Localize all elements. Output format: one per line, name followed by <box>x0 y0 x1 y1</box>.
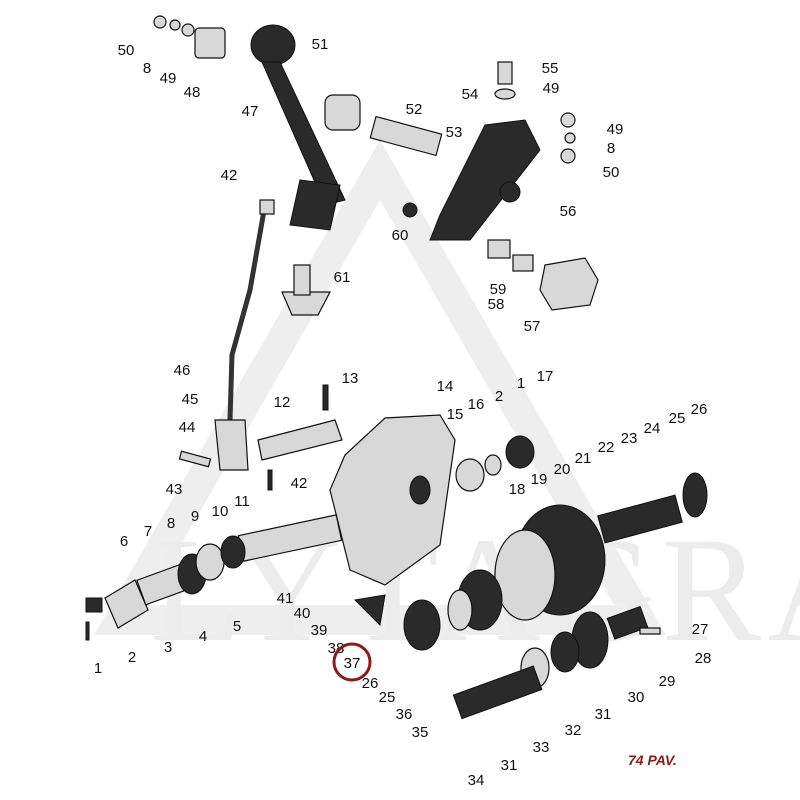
highlight-circle <box>332 642 372 682</box>
part-label: 50 <box>118 42 135 59</box>
gear-lever-assembly <box>153 15 599 316</box>
part-label: 8 <box>143 60 151 77</box>
part-label: 1 <box>94 660 102 677</box>
part-label: 44 <box>179 419 196 436</box>
part-label: 35 <box>412 724 429 741</box>
part-label: 25 <box>379 689 396 706</box>
part-label: 43 <box>166 481 183 498</box>
part-label: 8 <box>167 515 175 532</box>
part-label: 1 <box>517 375 525 392</box>
part-label: 55 <box>542 60 559 77</box>
part-label: 39 <box>311 622 328 639</box>
part-label: 49 <box>607 121 624 138</box>
part-label: 6 <box>120 533 128 550</box>
part-label: 33 <box>533 739 550 756</box>
part-label: 24 <box>644 420 661 437</box>
part-label: 16 <box>468 396 485 413</box>
part-label: 49 <box>543 80 560 97</box>
input-shaft-assembly <box>85 535 246 641</box>
part-label: 13 <box>342 370 359 387</box>
part-label-highlighted: 37 <box>344 655 361 672</box>
linkage-rod <box>178 199 343 491</box>
part-label: 3 <box>164 639 172 656</box>
part-label: 31 <box>501 757 518 774</box>
part-label: 32 <box>565 722 582 739</box>
part-label: 7 <box>144 523 152 540</box>
part-label: 4 <box>199 628 207 645</box>
part-label: 21 <box>575 450 592 467</box>
part-label: 48 <box>184 84 201 101</box>
part-label: 50 <box>603 164 620 181</box>
part-label: 41 <box>277 590 294 607</box>
part-label: 49 <box>160 70 177 87</box>
part-label: 11 <box>234 493 250 510</box>
part-label: 5 <box>233 618 241 635</box>
part-label: 8 <box>607 140 615 157</box>
part-label: 23 <box>621 430 638 447</box>
part-label: 20 <box>554 461 571 478</box>
part-label: 9 <box>191 508 199 525</box>
part-label: 28 <box>695 650 712 667</box>
part-label: 56 <box>560 203 577 220</box>
part-label: 22 <box>598 439 615 456</box>
part-label: 60 <box>392 227 409 244</box>
part-labels: 50 8 49 48 51 47 52 53 55 49 54 49 8 50 … <box>94 36 712 789</box>
part-label: 59 <box>490 281 507 298</box>
part-label: 45 <box>182 391 199 408</box>
part-label: 30 <box>628 689 645 706</box>
part-label: 38 <box>328 640 345 657</box>
part-label: 53 <box>446 124 463 141</box>
part-label: 25 <box>669 410 686 427</box>
part-label: 58 <box>488 296 505 313</box>
part-label: 17 <box>537 368 554 385</box>
part-label: 36 <box>396 706 413 723</box>
part-label: 12 <box>274 394 291 411</box>
part-label: 26 <box>691 401 708 418</box>
part-label: 26 <box>362 675 379 692</box>
page-code: 74 PAV. <box>628 752 677 768</box>
part-label: 34 <box>468 772 485 789</box>
part-label: 19 <box>531 471 548 488</box>
part-label: 57 <box>524 318 541 335</box>
part-label: 29 <box>659 673 676 690</box>
part-label: 2 <box>495 388 503 405</box>
part-label: 10 <box>212 503 229 520</box>
part-label: 46 <box>174 362 191 379</box>
part-label: 31 <box>595 706 612 723</box>
part-label: 42 <box>221 167 238 184</box>
part-label: 51 <box>312 36 329 53</box>
part-label: 15 <box>447 406 464 423</box>
mainshaft-assembly <box>353 472 708 720</box>
part-label: 52 <box>406 101 423 118</box>
part-label: 2 <box>128 649 136 666</box>
part-label: 47 <box>242 103 259 120</box>
part-label: 54 <box>462 86 479 103</box>
gearbox-housing <box>237 414 535 586</box>
part-label: 40 <box>294 605 311 622</box>
part-label: 27 <box>692 621 709 638</box>
highlighted-part-37[interactable]: 37 <box>332 642 372 682</box>
part-label: 61 <box>334 269 351 286</box>
part-label: 18 <box>509 481 526 498</box>
part-label: 14 <box>437 378 454 395</box>
part-label: 42 <box>291 475 308 492</box>
